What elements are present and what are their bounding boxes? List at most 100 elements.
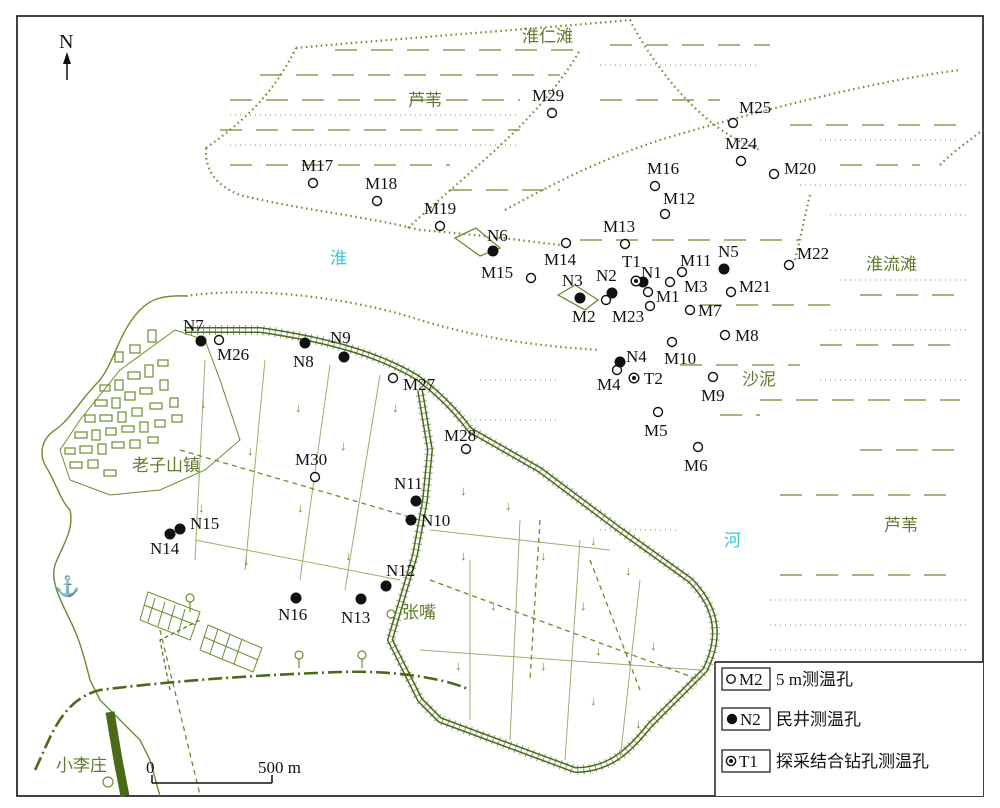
- point-n2: N2: [596, 266, 618, 299]
- place-label-shani: 沙泥: [742, 370, 776, 389]
- point-label: M14: [544, 250, 577, 269]
- huairen-shoal-outline: [295, 18, 761, 152]
- svg-text:↓: ↓: [580, 598, 587, 613]
- islets: [453, 227, 600, 311]
- point-label: M13: [603, 217, 635, 236]
- levee: [185, 325, 720, 776]
- point-n1: N1: [637, 263, 662, 288]
- south-shoal-outline: [185, 291, 601, 352]
- point-m18: M18: [365, 174, 397, 207]
- point-label: N13: [341, 608, 370, 627]
- svg-text:↓: ↓: [595, 643, 602, 658]
- islet-n3: [556, 284, 600, 311]
- well-marker-icon: [299, 337, 311, 349]
- point-label: N9: [330, 328, 351, 347]
- town-buildings: [64, 329, 183, 477]
- point-label: M10: [664, 349, 696, 368]
- point-m12: M12: [659, 189, 695, 220]
- svg-text:↓: ↓: [650, 638, 657, 653]
- point-label: N2: [596, 266, 617, 285]
- point-m17: M17: [301, 156, 334, 189]
- svg-text:↓: ↓: [625, 563, 632, 578]
- point-label: N7: [183, 316, 204, 335]
- well-marker-icon: [174, 523, 186, 535]
- point-label: M25: [739, 98, 771, 117]
- legend-symbol-n2: N2: [740, 710, 761, 729]
- point-m8: M8: [719, 326, 759, 345]
- point-m2: M2: [572, 294, 612, 326]
- town-area: [41, 295, 241, 797]
- point-n16: N16: [278, 592, 307, 624]
- point-n9: N9: [330, 328, 351, 363]
- legend-well-icon: [726, 713, 738, 725]
- probe-marker-icon: [768, 168, 780, 180]
- hatched-yards: [139, 591, 263, 673]
- point-label: M18: [365, 174, 397, 193]
- shoal-boundaries: [185, 18, 984, 352]
- point-label: M19: [424, 199, 456, 218]
- well-marker-icon: [606, 287, 618, 299]
- legend-label-well: 民井测温孔: [776, 710, 861, 729]
- point-label: M3: [684, 277, 708, 296]
- probe-marker-icon: [460, 443, 472, 455]
- point-m28: M28: [444, 426, 476, 455]
- north-arrow: N: [59, 31, 73, 80]
- point-label: N14: [150, 539, 180, 558]
- legend: M2 5 m测温孔 N2 民井测温孔 T1 探采结合钻孔测温孔: [714, 661, 983, 796]
- probe-marker-icon: [664, 276, 676, 288]
- map-frame: [16, 15, 984, 797]
- point-label: M12: [663, 189, 695, 208]
- well-marker-icon: [410, 495, 422, 507]
- point-m23: M23: [612, 286, 654, 326]
- svg-text:↓: ↓: [590, 533, 597, 548]
- svg-text:↓: ↓: [392, 400, 399, 415]
- svg-text:↓: ↓: [295, 400, 302, 415]
- point-m13: M13: [603, 217, 635, 250]
- point-label: M24: [725, 134, 758, 153]
- probe-marker-icon: [387, 372, 399, 384]
- probe-marker-icon: [735, 155, 747, 167]
- well-marker-icon: [718, 263, 730, 275]
- point-m25: M25: [727, 98, 771, 129]
- point-m14: M14: [544, 237, 577, 269]
- probe-marker-icon: [652, 406, 664, 418]
- sand-texture: [230, 64, 970, 651]
- point-label: M21: [739, 277, 771, 296]
- point-n4: N4: [614, 347, 647, 368]
- probe-marker-icon: [371, 195, 383, 207]
- point-n11: N11: [394, 474, 423, 507]
- point-label: M28: [444, 426, 476, 445]
- point-label: M16: [647, 159, 679, 178]
- point-label: N11: [394, 474, 423, 493]
- place-label-xiaoli-zhuang: 小李庄: [56, 756, 107, 775]
- point-m27: M27: [387, 372, 436, 394]
- svg-text:↓: ↓: [297, 500, 304, 515]
- well-marker-icon: [338, 351, 350, 363]
- point-label: N15: [190, 514, 219, 533]
- svg-text:↓: ↓: [198, 500, 205, 515]
- water-label-huai: 淮: [330, 249, 347, 268]
- well-marker-icon: [614, 356, 626, 368]
- svg-text:↓: ↓: [635, 716, 642, 731]
- field-arrows: ↓↓↓ ↓↓ ↓↓ ↓↓ ↓↓ ↓↓↓ ↓↓↓ ↓↓↓↓ ↓↓: [198, 396, 657, 731]
- point-label: M11: [680, 251, 712, 270]
- point-m30: M30: [295, 450, 327, 483]
- point-label: N8: [293, 352, 314, 371]
- point-label: T2: [644, 369, 663, 388]
- svg-text:↓: ↓: [540, 658, 547, 673]
- measurement-points: M1M2M3M4M5M6M7M8M9M10M11M12M13M14M15M16M…: [150, 86, 829, 627]
- probe-marker-icon: [707, 371, 719, 383]
- north-reed-outline: [204, 47, 561, 247]
- point-label: M5: [644, 421, 668, 440]
- probe-marker-icon: [725, 286, 737, 298]
- point-label: M6: [684, 456, 708, 475]
- scale-end-label: 500 m: [258, 758, 301, 777]
- well-marker-icon: [290, 592, 302, 604]
- point-label: M7: [698, 301, 722, 320]
- polder-fields: [194, 359, 701, 761]
- point-label: T1: [622, 252, 641, 271]
- combined-marker-dot: [634, 279, 638, 283]
- place-label-luwei-south: 芦苇: [884, 516, 918, 535]
- well-marker-icon: [164, 528, 176, 540]
